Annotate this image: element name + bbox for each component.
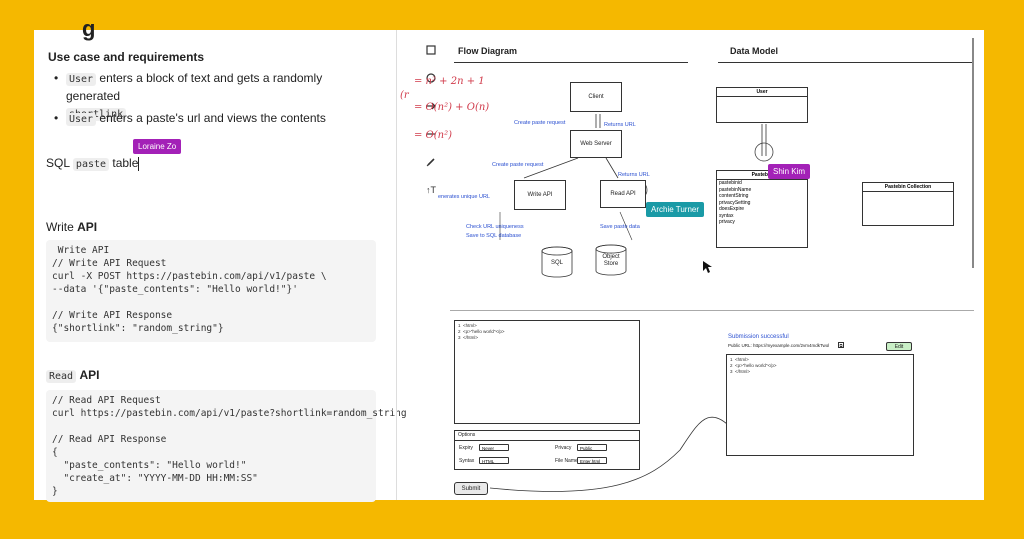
copy-icon[interactable]: ⧉ — [838, 342, 844, 348]
sql-label: SQL — [550, 260, 563, 266]
filename-label: File Name — [555, 458, 578, 464]
result-view-mockup: 1 <html> 2 <p>"hello world"</p> 3 </html… — [726, 354, 914, 456]
note-check-url: Check URL uniqueness — [466, 224, 524, 230]
panel-divider[interactable] — [396, 30, 397, 500]
app-window: g Use case and requirements • User enter… — [34, 16, 984, 502]
drawing-toolbar: ↑T — [418, 38, 444, 208]
read-api-bold: API — [79, 368, 100, 382]
math-line-3: = O(n²) — [414, 130, 453, 141]
pen-tool-icon[interactable] — [418, 150, 444, 174]
bullet-dot: • — [54, 71, 59, 85]
user-table-title: User — [717, 88, 807, 97]
read-api-heading: Read API — [46, 368, 100, 383]
object-store-label: Object Store — [602, 254, 620, 267]
mouse-pointer-icon — [703, 261, 712, 273]
flow-title-underline — [454, 62, 688, 63]
syntax-select[interactable]: HTML — [479, 457, 509, 464]
options-panel: Options Expiry Never Privacy Public Synt… — [454, 430, 640, 470]
options-divider — [455, 440, 639, 441]
ellipse-tool-icon[interactable] — [418, 66, 444, 90]
pastebin-field: pastebinName — [719, 186, 752, 193]
pastebin-table-title: Pastebin — [717, 171, 807, 180]
text-tool-icon[interactable]: ↑T — [426, 185, 436, 195]
note-save-sql: Save to SQL database — [466, 233, 522, 239]
write-api-heading: Write API — [46, 220, 97, 234]
privacy-label: Privacy — [555, 445, 572, 451]
read-api-node[interactable]: Read API — [600, 180, 646, 208]
note-create-paste-1: Create paste request — [514, 120, 566, 126]
pastebin-field: doesExpire — [719, 206, 745, 212]
privacy-select[interactable]: Public — [577, 444, 607, 451]
use-case-heading: Use case and requirements — [48, 50, 205, 64]
pastebin-field: privacy — [719, 219, 735, 225]
edit-button[interactable]: Edit — [886, 342, 912, 351]
result-lines: 1 <html> 2 <p>"hello world"</p> 3 </html… — [730, 357, 777, 374]
sql-database-node[interactable] — [540, 246, 574, 278]
note-create-paste-2: Create paste request — [492, 162, 544, 168]
bullet-text: enters a block of text and gets a random… — [66, 71, 323, 103]
collection-table-title: Pastebin Collection — [863, 183, 953, 192]
canvas-scrollbar[interactable] — [972, 38, 974, 268]
inline-code-user: User — [66, 73, 97, 86]
line-tool-icon[interactable] — [418, 122, 444, 146]
write-api-code-block[interactable]: Write API // Write API Request curl -X P… — [46, 240, 376, 342]
submission-success-title: Submission successful — [728, 334, 789, 340]
flow-connectors — [499, 114, 774, 241]
inline-code-user: User — [66, 113, 97, 126]
math-paren: (r — [400, 90, 409, 101]
note-returns-url-2: Returns URL — [618, 172, 650, 178]
paste-editor-mockup[interactable]: 1 <html> 2 <p>"hello world"</p> 3 </html… — [454, 320, 640, 424]
editor-lines: 1 <html> 2 <p>"hello world"</p> 3 </html… — [458, 323, 505, 340]
flow-diagram-title: Flow Diagram — [458, 46, 518, 56]
sql-prefix: SQL — [46, 156, 70, 170]
filename-field[interactable]: Enter.html — [577, 457, 607, 464]
write-api-node[interactable]: Write API — [514, 180, 566, 210]
user-table[interactable]: User — [716, 87, 808, 123]
bullet-item-2: • User enters a paste's url and views th… — [54, 110, 366, 128]
bullet-dot: • — [54, 111, 59, 125]
collaborator-tag-shin: Shin Kim — [768, 164, 811, 179]
collaborator-cursor-tag: Loraine Zo — [133, 139, 182, 154]
sql-suffix: table — [112, 156, 139, 170]
whiteboard-canvas[interactable]: ↑T Flow Diagram Data Model (r = n² + 2n … — [400, 30, 984, 500]
pastebin-table[interactable]: Pastebin pastebinid pastebinName content… — [716, 170, 808, 248]
section-separator — [450, 310, 974, 311]
note-generates-url: enerates unique URL — [438, 194, 490, 200]
inline-code-paste: paste — [72, 158, 110, 171]
syntax-label: Syntax — [459, 458, 475, 464]
data-model-title: Data Model — [730, 46, 779, 56]
pastebin-field: contentString — [719, 193, 749, 199]
collaborator-tag-archie: Archie Turner — [646, 202, 705, 217]
data-title-underline — [718, 62, 972, 63]
pastebin-field: syntax — [719, 212, 734, 219]
text-caret — [138, 156, 140, 171]
pastebin-field: privacySetting — [719, 199, 751, 206]
write-api-prefix: Write — [46, 220, 74, 234]
sql-table-line[interactable]: SQL paste table — [46, 156, 140, 171]
object-store-node[interactable] — [594, 244, 628, 276]
note-save-paste: Save paste data — [600, 224, 640, 230]
pastebin-field: pastebinid — [719, 180, 742, 186]
read-api-code-block[interactable]: // Read API Request curl https://pastebi… — [46, 390, 407, 502]
bullet-text: enters a paste's url and views the conte… — [96, 111, 326, 125]
client-node[interactable]: Client — [570, 82, 622, 112]
rectangle-tool-icon[interactable] — [418, 38, 444, 62]
options-header: Options — [458, 432, 476, 438]
pastebin-collection-table[interactable]: Pastebin Collection — [862, 182, 954, 226]
write-api-bold: API — [77, 220, 98, 234]
inline-code-read: Read — [46, 370, 77, 383]
expiry-label: Expiry — [459, 445, 473, 451]
note-returns-url-1: Returns URL — [604, 122, 636, 128]
document-panel: g Use case and requirements • User enter… — [34, 16, 407, 502]
math-line-1: = n² + 2n + 1 — [414, 76, 485, 87]
public-url-text: Public URL: https://myexample.com/2vm4md… — [728, 343, 830, 348]
submit-button[interactable]: Submit — [454, 482, 488, 495]
cut-off-heading: g — [82, 16, 96, 41]
web-server-node[interactable]: Web Server — [570, 130, 622, 158]
math-line-2: = O(n²) + O(n) — [414, 102, 490, 113]
expiry-select[interactable]: Never — [479, 444, 509, 451]
arrow-tool-icon[interactable] — [418, 94, 444, 118]
